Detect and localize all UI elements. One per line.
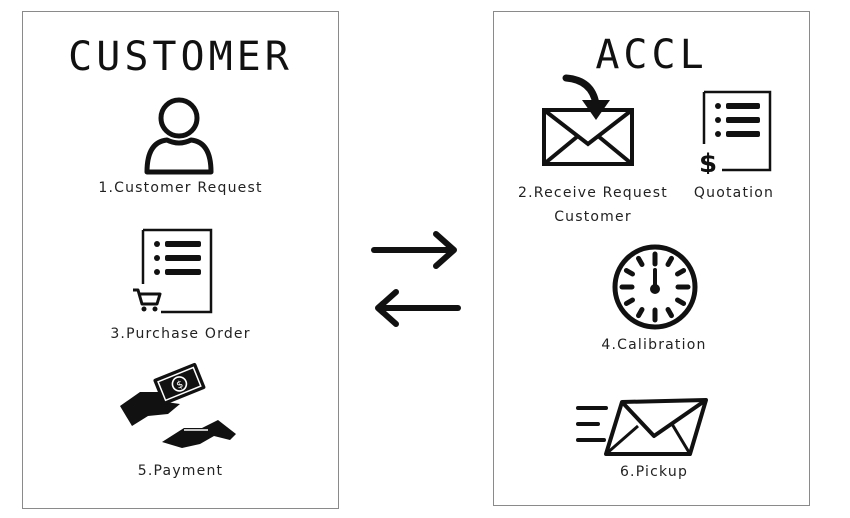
svg-text:$: $ [699,149,717,174]
person-icon [144,97,214,175]
customer-panel: CUSTOMER 1.Customer Request 3.Purchase O… [22,11,339,509]
step-quotation-label: Quotation [693,185,775,201]
step-purchase-order-label: 3.Purchase Order [110,326,251,342]
accl-panel: ACCL 2.Receive Request Customer $ Quotat… [493,11,810,506]
send-mail-icon [576,398,708,456]
step-payment-label: 5.Payment [137,463,224,479]
customer-title: CUSTOMER [68,34,293,80]
accl-title: ACCL [595,32,708,78]
step-pickup-label: 6.Pickup [619,464,689,480]
receive-mail-icon [542,74,634,166]
payment-icon: $ [120,362,236,448]
svg-text:$: $ [175,379,185,392]
step-customer-request-label: 1.Customer Request [98,180,263,196]
step-receive-request-label: 2.Receive Request [518,185,668,201]
step-calibration-label: 4.Calibration [601,337,707,353]
purchase-order-icon [133,228,213,314]
quotation-icon: $ [699,90,772,174]
step-receive-request-label-line2: Customer [554,209,632,225]
clock-icon [612,244,698,330]
exchange-arrows-icon [371,231,461,327]
